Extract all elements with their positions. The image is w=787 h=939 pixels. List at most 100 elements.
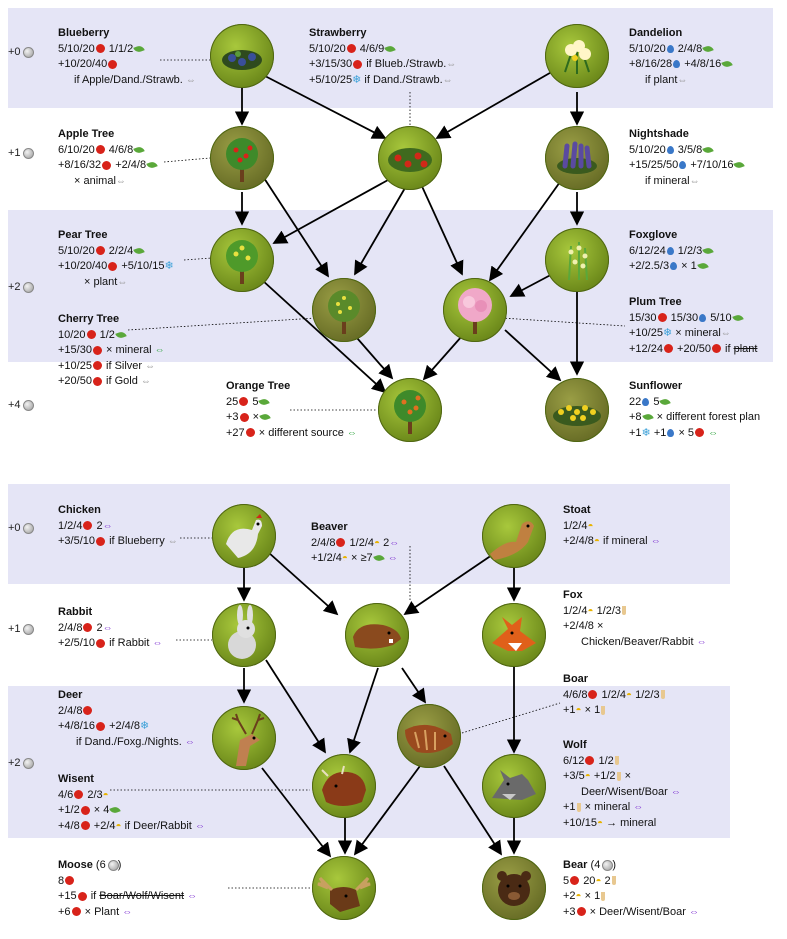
orange-tree-node-icon[interactable] bbox=[378, 378, 442, 442]
exchange-icon: ⇔ bbox=[185, 74, 196, 86]
apple-icon bbox=[83, 623, 93, 633]
nightshade-node-icon[interactable] bbox=[545, 126, 609, 190]
dandelion-name: Dandelion bbox=[629, 27, 683, 39]
tooth-icon bbox=[601, 705, 606, 715]
fox-info: Fox 1/2/4◓ 1/2/3 +2/4/8 × Chicken/Beaver… bbox=[563, 589, 707, 648]
apple-tree-node-icon[interactable] bbox=[210, 126, 274, 190]
deer-node-icon[interactable] bbox=[212, 706, 276, 770]
apple-icon bbox=[108, 59, 118, 69]
blueberry-name: Blueberry bbox=[58, 27, 110, 39]
tier-label-plus0: +0 bbox=[8, 46, 42, 58]
fox-name: Fox bbox=[563, 589, 583, 601]
apple-icon bbox=[576, 907, 586, 917]
chicken-name: Chicken bbox=[58, 504, 101, 516]
wolf-node-icon[interactable] bbox=[482, 754, 546, 818]
animals-tier0-band bbox=[8, 484, 730, 584]
apple-icon bbox=[346, 44, 356, 54]
apple-icon bbox=[95, 44, 105, 54]
leaf-icon bbox=[702, 246, 714, 256]
water-icon bbox=[673, 60, 681, 69]
leaf-icon bbox=[372, 553, 385, 563]
wisent-name: Wisent bbox=[58, 773, 94, 785]
cherry-tree-info: Cherry Tree 10/20 1/2 +15/30 × mineral ⇔… bbox=[58, 313, 165, 387]
deer-name: Deer bbox=[58, 689, 83, 701]
purple-exchange-icon: ⇔ bbox=[389, 537, 400, 549]
stoat-node-icon[interactable] bbox=[482, 504, 546, 568]
leaf-icon bbox=[733, 160, 746, 170]
moose-info: Moose (6) 8 +15 if Boar/Wolf/Wisent ⇔ +6… bbox=[58, 859, 198, 918]
apple-icon bbox=[711, 344, 721, 354]
strawberry-node-icon[interactable] bbox=[378, 126, 442, 190]
rabbit-node-icon[interactable] bbox=[212, 603, 276, 667]
pear-tree-node-icon[interactable] bbox=[210, 228, 274, 292]
leaf-icon bbox=[702, 145, 714, 155]
fox-node-icon[interactable] bbox=[482, 603, 546, 667]
apple-icon bbox=[83, 706, 93, 716]
apple-icon bbox=[336, 538, 346, 548]
cherry-tree-name: Cherry Tree bbox=[58, 313, 120, 325]
apple-icon bbox=[80, 805, 90, 815]
purple-exchange-icon: ⇔ bbox=[633, 802, 644, 813]
bear-node-icon[interactable] bbox=[482, 856, 546, 920]
apple-icon bbox=[588, 690, 598, 700]
foxglove-info: Foxglove 6/12/24 1/2/3 +2/2.5/3 × 1 bbox=[629, 228, 714, 275]
apple-icon bbox=[83, 521, 93, 531]
leaf-icon bbox=[641, 412, 654, 422]
deer-info: Deer 2/4/8 +4/8/16 +2/4/8❄ if Dand./Foxg… bbox=[58, 689, 195, 748]
plum-tree-info: Plum Tree 15/30 15/30 5/10 +10/25❄ × min… bbox=[629, 296, 758, 355]
apple-icon bbox=[74, 790, 84, 800]
chick-icon: ◓ bbox=[575, 891, 582, 902]
cherry-tree-node-icon[interactable] bbox=[312, 278, 376, 342]
apple-tree-name: Apple Tree bbox=[58, 128, 115, 140]
chick-icon: ◓ bbox=[626, 689, 633, 701]
boar-node-icon[interactable] bbox=[397, 704, 461, 768]
water-icon bbox=[679, 161, 687, 170]
leaf-icon bbox=[109, 805, 122, 815]
water-icon bbox=[642, 397, 650, 406]
sunflower-node-icon[interactable] bbox=[545, 378, 609, 442]
sunflower-name: Sunflower bbox=[629, 380, 683, 392]
exchange-icon: ⇔ bbox=[689, 175, 700, 187]
chicken-node-icon[interactable] bbox=[212, 504, 276, 568]
plum-tree-node-icon[interactable] bbox=[443, 278, 507, 342]
apple-icon bbox=[102, 160, 112, 170]
wisent-node-icon[interactable] bbox=[312, 754, 376, 818]
tier-label-plus0: +0 bbox=[8, 522, 42, 534]
leaf-icon bbox=[659, 397, 672, 407]
tier-label-plus1: +1 bbox=[8, 147, 42, 159]
leaf-icon bbox=[721, 59, 733, 69]
apple-icon bbox=[108, 261, 118, 271]
leaf-icon bbox=[384, 44, 396, 54]
snowflake-icon: ❄ bbox=[352, 73, 362, 86]
moose-node-icon[interactable] bbox=[312, 856, 376, 920]
blueberry-node-icon[interactable] bbox=[210, 24, 274, 88]
leaf-icon bbox=[146, 160, 158, 170]
purple-exchange-icon: ⇔ bbox=[670, 786, 681, 798]
purple-exchange-icon: ⇔ bbox=[152, 638, 163, 649]
apple-icon bbox=[96, 536, 106, 546]
apple-icon bbox=[657, 313, 667, 323]
apple-icon bbox=[92, 376, 102, 386]
leaf-icon bbox=[133, 145, 145, 155]
dandelion-node-icon[interactable] bbox=[545, 24, 609, 88]
apple-icon bbox=[239, 412, 249, 422]
plants-tier0-band bbox=[8, 8, 773, 108]
stoat-name: Stoat bbox=[563, 504, 591, 516]
foxglove-node-icon[interactable] bbox=[545, 228, 609, 292]
purple-exchange-icon: ⇔ bbox=[194, 820, 205, 832]
apple-icon bbox=[80, 821, 90, 831]
exchange-icon: ⇔ bbox=[115, 175, 126, 187]
water-icon bbox=[666, 246, 674, 255]
purple-exchange-icon: ⇔ bbox=[184, 736, 195, 748]
moose-name: Moose bbox=[58, 859, 93, 871]
chick-icon: ◓ bbox=[102, 789, 109, 801]
apple-icon bbox=[245, 428, 255, 438]
purple-exchange-icon: ⇔ bbox=[387, 553, 398, 564]
water-icon bbox=[667, 428, 675, 437]
orange-tree-info: Orange Tree 25 5 +3 × +27 × different so… bbox=[226, 380, 357, 439]
apple-tree-info: Apple Tree 6/10/20 4/6/8 +8/16/32 +2/4/8… bbox=[58, 127, 158, 189]
apple-icon bbox=[86, 330, 96, 340]
beaver-node-icon[interactable] bbox=[345, 603, 409, 667]
chick-icon: ◓ bbox=[587, 605, 594, 617]
